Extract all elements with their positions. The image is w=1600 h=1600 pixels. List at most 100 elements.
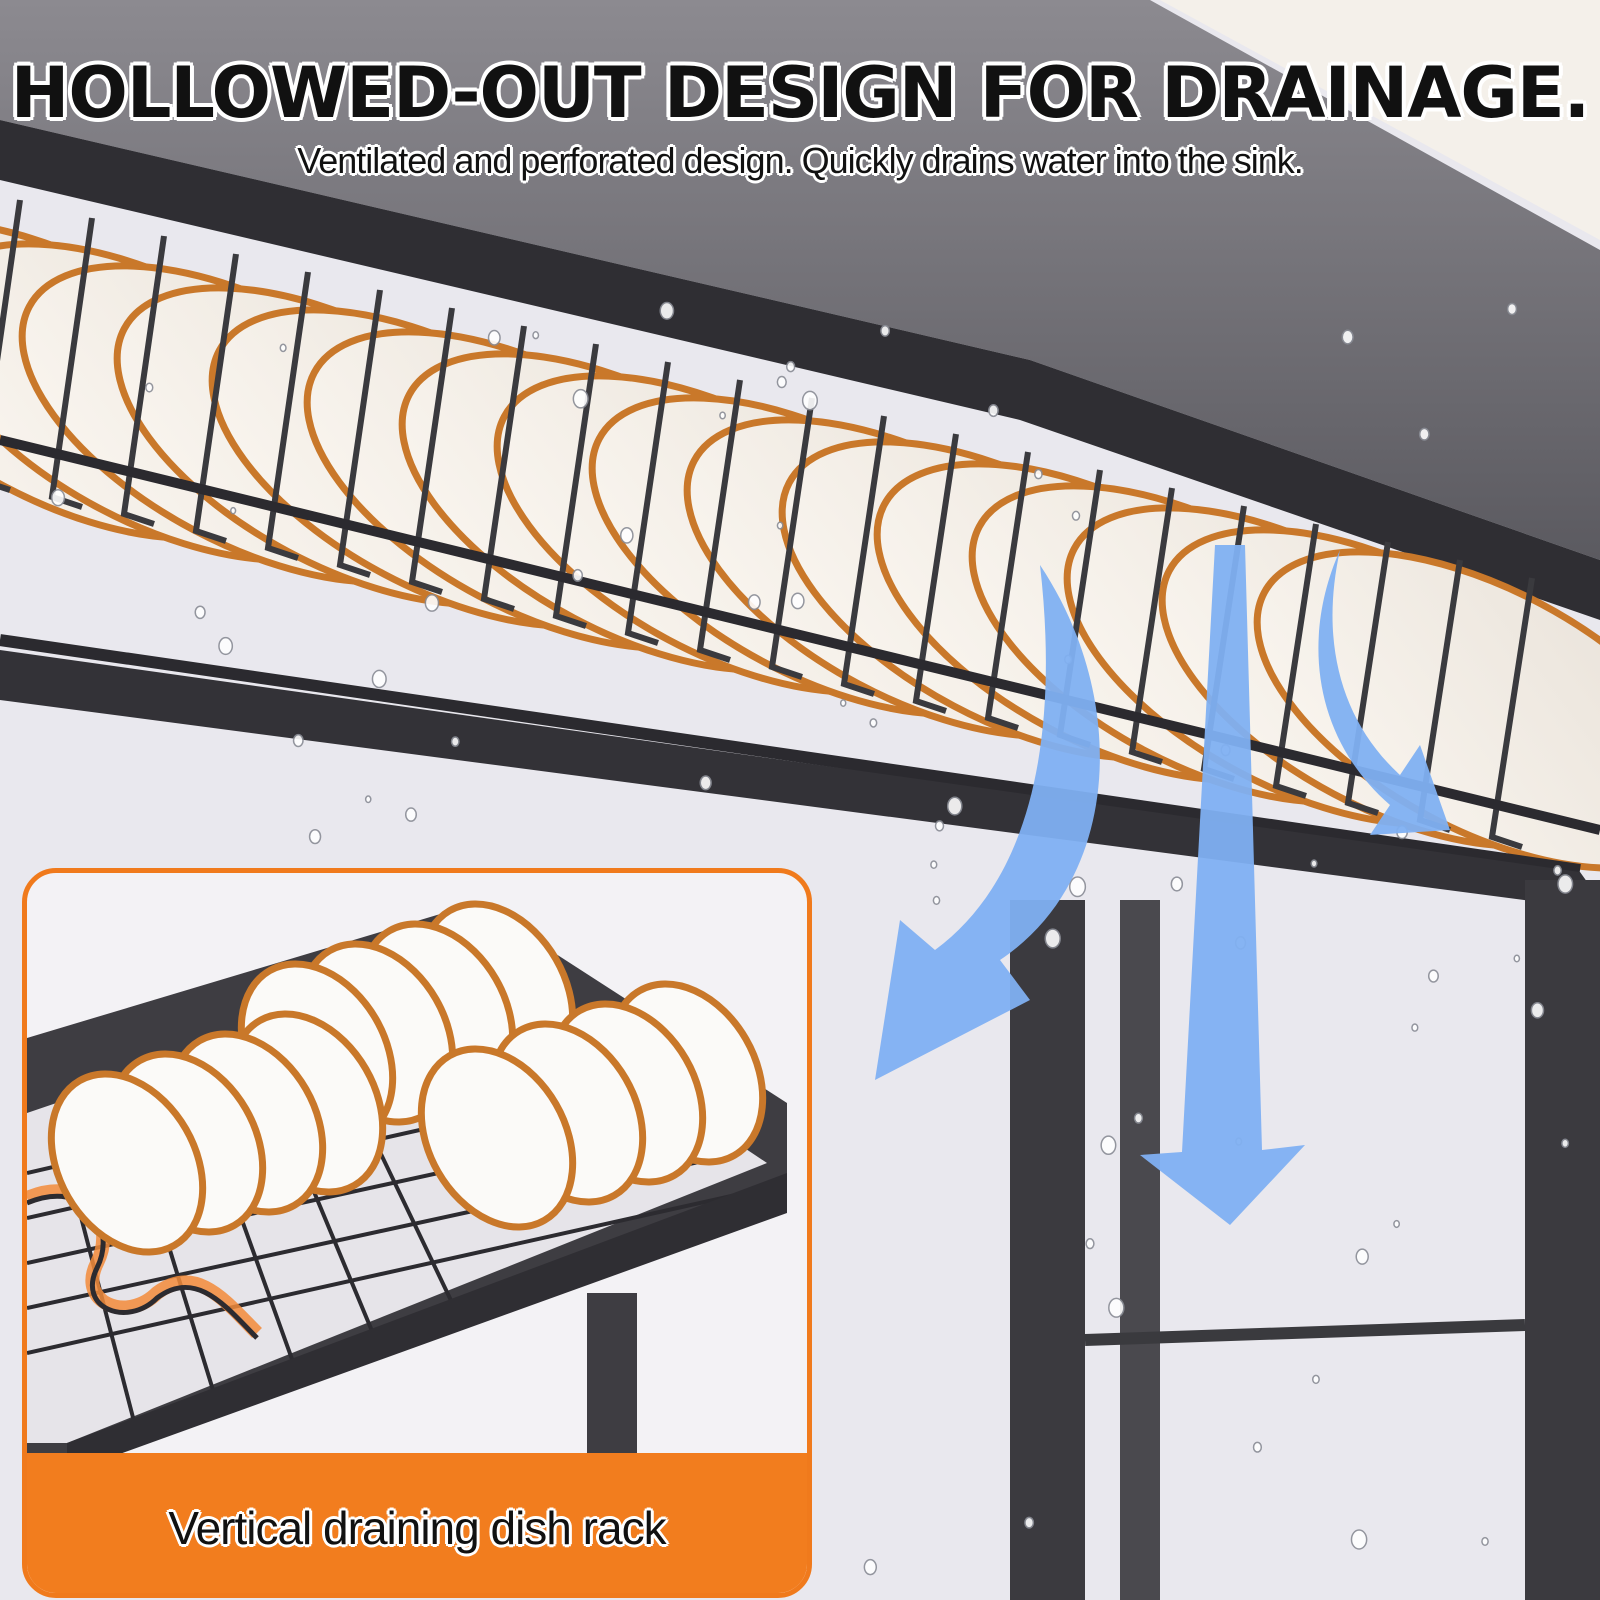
water-drop (1310, 859, 1318, 868)
inset-caption: Vertical draining dish rack (168, 1502, 666, 1554)
water-drop (292, 733, 304, 748)
water-drop (1506, 302, 1518, 316)
water-drop (1024, 1516, 1035, 1529)
rack-wire (480, 325, 527, 612)
rack-wire (840, 415, 887, 697)
water-drop (50, 488, 66, 507)
water-drop (572, 568, 584, 582)
water-drop (1044, 928, 1061, 949)
water-drop (1071, 510, 1081, 521)
water-drop (1530, 1001, 1545, 1019)
water-drop (1427, 969, 1439, 983)
inset-panel: Vertical draining dish rack (22, 868, 812, 1598)
rack-rail-bottom (0, 634, 1581, 876)
rack-wire (1344, 541, 1391, 816)
water-drop (776, 375, 787, 389)
rack-wire (264, 271, 311, 561)
water-drop (869, 718, 878, 728)
water-drop (930, 860, 938, 870)
water-drop (863, 1558, 878, 1576)
drain-arrow-icon (1318, 550, 1450, 835)
water-drop (1418, 427, 1430, 441)
rack-upright (1010, 900, 1085, 1600)
rack-wire (408, 307, 455, 595)
water-drop (308, 829, 322, 845)
water-drop (1341, 329, 1354, 345)
headline: HOLLOWED-OUT DESIGN FOR DRAINAGE. (10, 52, 1591, 134)
water-drop (988, 403, 999, 418)
upper-shelf (0, 0, 1600, 560)
water-drop (776, 521, 784, 530)
water-drop (532, 331, 540, 340)
water-droplets (50, 301, 1574, 1576)
water-drop (424, 594, 440, 612)
water-drop (145, 382, 154, 393)
water-drop (1553, 865, 1563, 876)
rack-upright (1120, 900, 1160, 1600)
bowl (417, 1045, 577, 1231)
subheadline: Ventilated and perforated design. Quickl… (297, 140, 1304, 181)
water-drop (1068, 876, 1087, 898)
top-plate (1160, 0, 1600, 240)
rack-wire (1272, 523, 1319, 799)
water-drop (1513, 954, 1521, 963)
water-drop (1100, 1135, 1117, 1156)
water-drop (230, 506, 237, 515)
water-drop (932, 895, 941, 906)
rack-rail-front (0, 435, 1600, 835)
caption-band (27, 1453, 807, 1593)
water-drop (619, 527, 634, 544)
rack-upright (1525, 880, 1600, 1600)
bowl-rack-illustration (27, 900, 787, 1473)
water-drop (572, 388, 589, 409)
water-drop (785, 360, 796, 373)
water-drop (719, 411, 726, 420)
upper-shelf-edge (0, 120, 1600, 620)
rack-wire (912, 433, 959, 714)
water-drop (1393, 1219, 1401, 1229)
rack-wires (0, 199, 1535, 850)
water-drop (1108, 1297, 1125, 1318)
water-drop (371, 669, 387, 689)
rack-wire (768, 397, 815, 680)
water-drop (1133, 1112, 1144, 1124)
water-drop (450, 736, 460, 747)
water-drop (1170, 876, 1184, 892)
bowl-tray-base (67, 1173, 787, 1473)
rack-wire (0, 199, 23, 493)
drain-arrow-icon (875, 565, 1100, 1080)
water-drop (1085, 1238, 1095, 1250)
water-drop (1034, 468, 1043, 480)
bowl-tray-leg (587, 1293, 637, 1453)
bowl (47, 1070, 207, 1256)
water-drop (934, 820, 945, 832)
water-drop (659, 301, 675, 320)
water-drop (1481, 1536, 1489, 1547)
water-drop (946, 796, 963, 816)
water-drop (194, 605, 206, 620)
water-drop (1557, 874, 1574, 894)
rack-wire (552, 343, 599, 629)
drain-arrow-icon (1140, 545, 1305, 1225)
water-drop (1561, 1138, 1570, 1149)
water-drop (747, 594, 761, 611)
rack-wire (1128, 487, 1175, 765)
water-drop (790, 592, 805, 610)
rack-wire (1488, 577, 1535, 850)
bowl-stack (47, 900, 767, 1256)
water-drop (1311, 1374, 1320, 1385)
water-drop (699, 775, 712, 791)
water-drop (218, 636, 234, 656)
rack-crossbar (1084, 1319, 1526, 1346)
water-drop (1252, 1441, 1263, 1453)
water-drop (279, 343, 287, 353)
rack-wire (120, 235, 167, 527)
rack-wire (624, 361, 671, 646)
water-drop (364, 795, 372, 804)
water-drop (487, 329, 501, 346)
rack-wire (192, 253, 239, 544)
water-drop (880, 324, 891, 337)
rack-wire (696, 379, 743, 663)
